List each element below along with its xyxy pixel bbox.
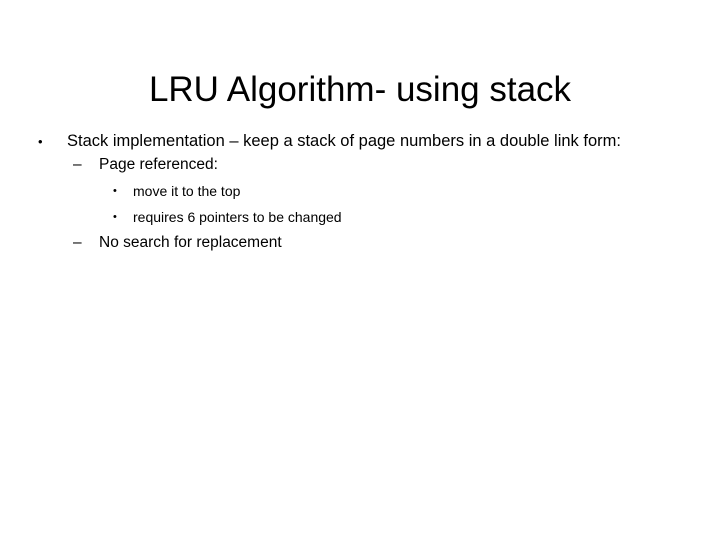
outline-item-text: Stack implementation – keep a stack of p… xyxy=(67,132,621,150)
outline-item-level3: • move it to the top xyxy=(0,178,720,204)
outline-item-text: No search for replacement xyxy=(99,234,282,251)
outline-item-text: Page referenced: xyxy=(99,156,218,173)
bullet-marker-dot-icon: • xyxy=(38,134,43,149)
bullet-marker-dash-icon: – xyxy=(73,234,82,251)
outline-item-text: requires 6 pointers to be changed xyxy=(133,209,342,225)
slide-title: LRU Algorithm- using stack xyxy=(148,70,572,110)
outline-item-level2: – Page referenced: xyxy=(0,152,720,178)
slide-body-outline: • Stack implementation – keep a stack of… xyxy=(0,131,720,256)
bullet-marker-dot-icon: • xyxy=(113,211,117,223)
outline-item-level2: – No search for replacement xyxy=(0,230,720,256)
bullet-marker-dash-icon: – xyxy=(73,156,82,173)
outline-item-level3: • requires 6 pointers to be changed xyxy=(0,204,720,230)
outline-item-text: move it to the top xyxy=(133,183,241,199)
outline-item-level1: • Stack implementation – keep a stack of… xyxy=(0,131,720,152)
bullet-marker-dot-icon: • xyxy=(113,185,117,197)
